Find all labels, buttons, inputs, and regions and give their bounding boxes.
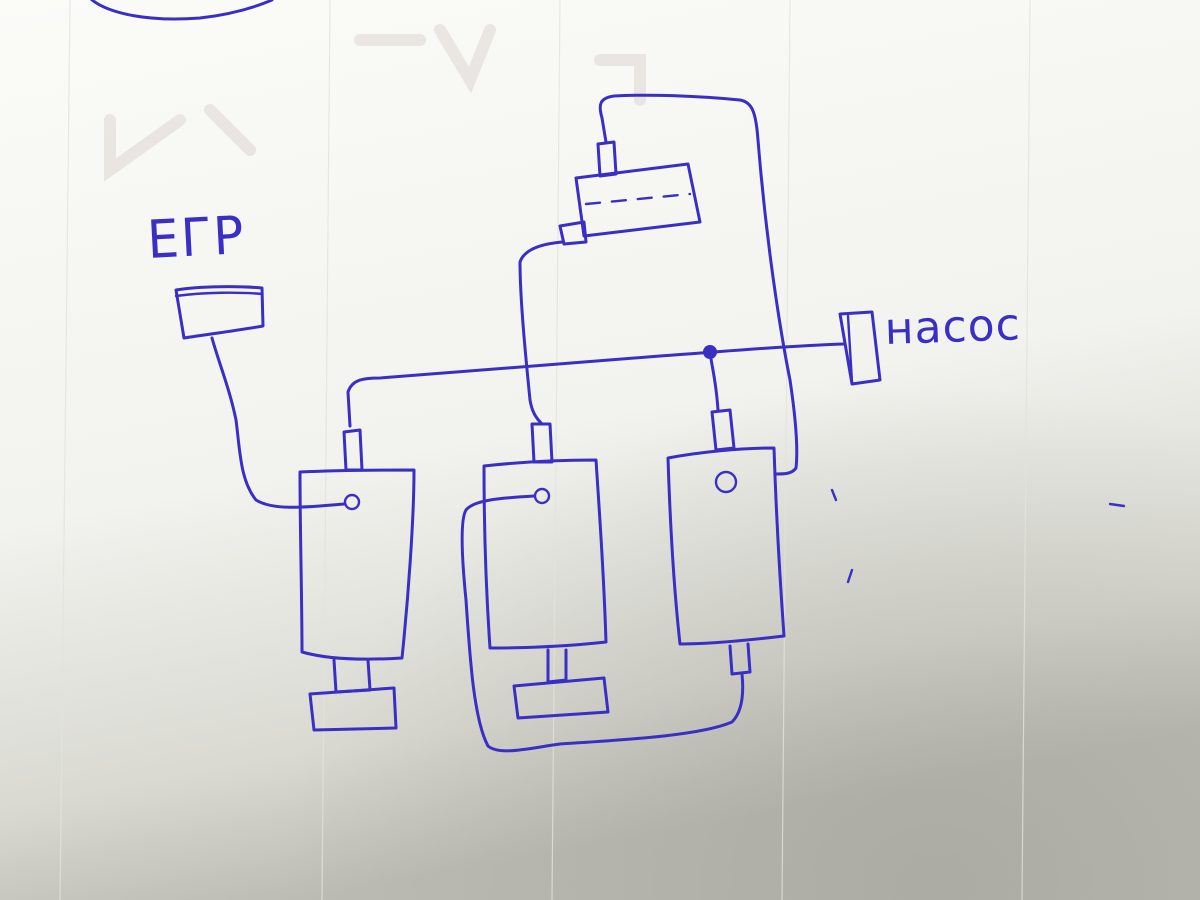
cylinder-3 [666, 408, 786, 676]
cylinder-2-body [482, 458, 608, 650]
cylinder-2-port [533, 487, 551, 505]
egr-label: ЕГР [145, 204, 248, 271]
tank-dashed-line [584, 192, 692, 206]
stray-mark-1 [830, 488, 838, 502]
cylinder-2-bottom-stem [546, 648, 568, 684]
stray-mark-3 [1108, 502, 1126, 508]
cylinder-1-top-nozzle [342, 428, 364, 472]
tank-bottom-nozzle [558, 220, 588, 246]
cylinder-2-top-nozzle [530, 422, 554, 464]
egr-block [174, 285, 265, 340]
pump-block-edge [846, 314, 854, 384]
cylinder-2-foot [512, 676, 610, 720]
pump-block [838, 310, 882, 386]
tank-feed-line [518, 240, 564, 426]
bottom-loop-line [460, 494, 745, 753]
partial-curve-top [90, 0, 274, 21]
cylinder-1-port [343, 493, 361, 511]
cylinder-3-bottom-stem [728, 642, 752, 676]
cylinder-1 [298, 428, 416, 732]
cylinder-3-port [714, 470, 738, 494]
stray-mark-2 [846, 568, 854, 584]
cylinder-2 [482, 422, 610, 720]
manifold-line [346, 342, 846, 428]
junction-drop-line [708, 350, 720, 412]
pump-label: насос [883, 299, 1022, 355]
return-line [598, 93, 799, 476]
cylinder-1-foot [308, 686, 398, 732]
tank-block [574, 162, 702, 238]
cylinder-3-top-nozzle [710, 408, 736, 452]
cylinder-1-bottom-stem [332, 658, 372, 694]
cylinder-3-body [666, 446, 786, 646]
egr-line [210, 336, 346, 509]
tank-top-nozzle [596, 140, 618, 178]
cylinder-1-body [298, 468, 416, 661]
egr-block-top-edge [174, 291, 264, 298]
